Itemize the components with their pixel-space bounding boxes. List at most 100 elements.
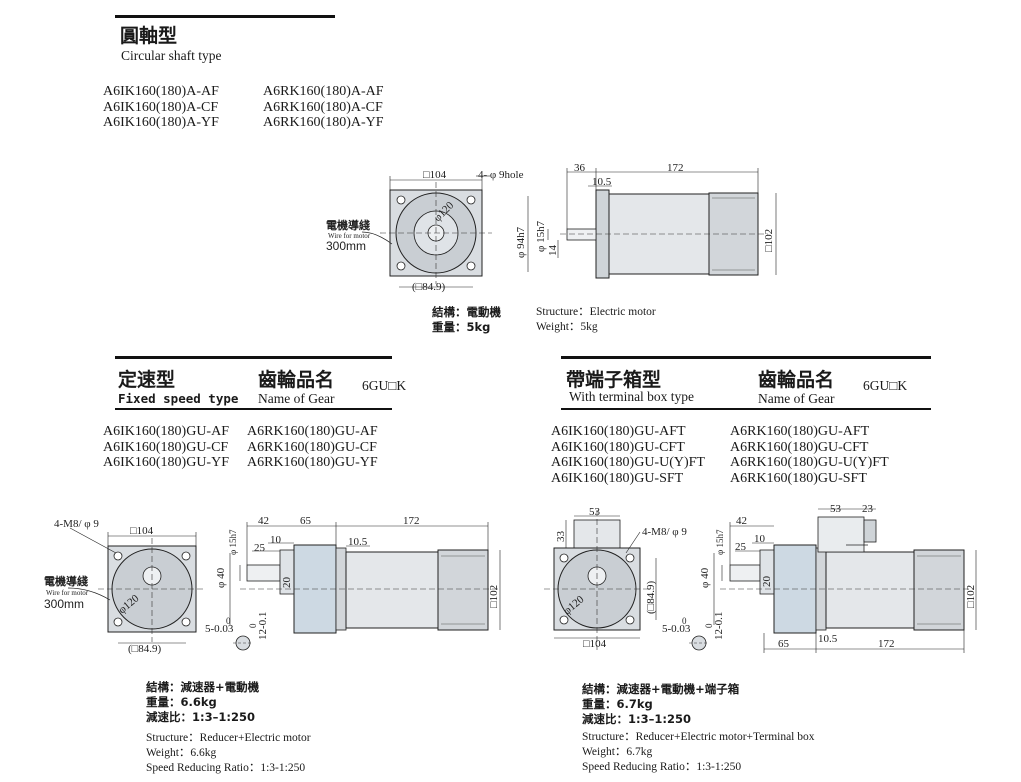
terminal-gear-code: 6GU□K — [863, 378, 908, 393]
dim-65: 65 — [778, 638, 790, 650]
model-item: A6RK160(180)GU-U(Y)FT — [730, 455, 889, 470]
circular-front-view — [361, 175, 492, 288]
model-item: A6IK160(180)GU-CFT — [551, 439, 685, 455]
model-item: A6RK160(180)GU-CF — [247, 439, 377, 455]
model-item: A6RK160(180)A-CF — [263, 99, 383, 115]
circular-spec-zh: 結構：電動機 重量：5kg — [432, 305, 501, 335]
dim-42: 42 — [258, 515, 269, 527]
dim-key: 5-0.03 — [205, 623, 234, 635]
dim-84-9: (□84.9) — [128, 643, 162, 655]
model-item: A6RK160(180)A-AF — [263, 84, 384, 99]
spec-line: 結構：減速器+電動機 — [146, 680, 260, 694]
dim-phi15: φ 15h7 — [228, 529, 238, 555]
dim-23: 23 — [862, 503, 874, 515]
terminal-spec-zh: 結構：減速器+電動機+端子箱 重量：6.7kg 減速比：1:3–1:250 — [582, 682, 739, 727]
model-item: A6RK160(180)GU-SFT — [730, 470, 867, 486]
model-item: A6IK160(180)A-CF — [103, 99, 219, 115]
fixed-spec-zh: 結構：減速器+電動機 重量：6.6kg 減速比：1:3–1:250 — [146, 680, 259, 725]
wire-label-en: Wire for motor — [46, 589, 89, 597]
dim-36: 36 — [574, 162, 586, 174]
dim-102: □102 — [965, 585, 977, 608]
dim-shaft-tol: 0 — [704, 623, 714, 628]
terminal-gear-en: Name of Gear — [758, 391, 835, 406]
dim-102: □102 — [488, 585, 500, 608]
dim-bolt: 4-M8/ φ 9 — [642, 526, 687, 538]
spec-line: 減速比：1:3–1:250 — [146, 710, 255, 724]
spec-line: Structure：Reducer+Electric motor+Termina… — [582, 731, 815, 743]
terminal-models-left: A6IK160(180)GU-AFT A6IK160(180)GU-CFT A6… — [551, 424, 705, 486]
dim-key: 5-0.03 — [662, 623, 691, 635]
terminal-side-view — [713, 508, 977, 653]
wire-length: 300mm — [326, 239, 366, 253]
terminal-front-view — [544, 510, 709, 651]
dim-65: 65 — [300, 515, 312, 527]
fixed-gear-zh: 齒輪品名 — [258, 369, 335, 391]
spec-line: Structure：Electric motor — [536, 306, 656, 318]
dim-104: □104 — [583, 638, 607, 650]
terminal-title-zh: 帶端子箱型 — [566, 369, 662, 391]
spec-line: 減速比：1:3–1:250 — [582, 712, 691, 726]
model-item: A6RK160(180)GU-AF — [247, 424, 378, 439]
dim-25: 25 — [254, 542, 266, 554]
terminal-models-right: A6RK160(180)GU-AFT A6RK160(180)GU-CFT A6… — [730, 424, 889, 486]
circular-title-en: Circular shaft type — [121, 48, 222, 63]
dim-phi40: φ 40 — [215, 567, 227, 588]
dim-bolt: 4-M8/ φ 9 — [54, 518, 99, 530]
wire-label-en: Wire for motor — [328, 232, 371, 240]
circular-spec-en: Structure：Electric motor Weight：5kg — [536, 305, 656, 335]
dim-20: 20 — [281, 577, 293, 589]
dim-phi40: φ 40 — [699, 567, 711, 588]
fixed-title-en: Fixed speed type — [118, 391, 239, 406]
fixed-header-rule-top — [115, 356, 392, 359]
dim-shaft: 12-0.1 — [713, 612, 725, 640]
dim-33: 33 — [555, 531, 567, 543]
spec-line: Weight：5kg — [536, 321, 598, 333]
model-item: A6RK160(180)GU-CFT — [730, 439, 869, 455]
dim-10: 10 — [270, 534, 282, 546]
fixed-front-view — [67, 527, 206, 644]
fixed-models-left: A6IK160(180)GU-AF A6IK160(180)GU-CF A6IK… — [103, 424, 229, 471]
circular-side-view — [527, 168, 777, 279]
spec-line: 重量：6.7kg — [582, 697, 653, 711]
model-item: A6RK160(180)GU-YF — [247, 455, 378, 470]
circular-models-left: A6IK160(180)A-AF A6IK160(180)A-CF A6IK16… — [103, 84, 219, 131]
spec-line: 重量：6.6kg — [146, 695, 217, 709]
dim-172: 172 — [878, 638, 895, 650]
dim-172: 172 — [667, 162, 684, 174]
dim-102: □102 — [763, 229, 775, 252]
fixed-gear-en: Name of Gear — [258, 391, 335, 406]
spec-line: Structure：Reducer+Electric motor — [146, 732, 311, 744]
fixed-models-right: A6RK160(180)GU-AF A6RK160(180)GU-CF A6RK… — [247, 424, 378, 471]
dim-10-5: 10.5 — [348, 536, 368, 548]
terminal-header-rule-bottom — [561, 408, 931, 410]
dim-phi15: φ 15h7 — [535, 220, 547, 252]
spec-line: 結構：電動機 — [432, 305, 501, 319]
model-item: A6IK160(180)GU-YF — [103, 455, 229, 470]
dim-square-104: □104 — [423, 169, 447, 181]
dim-square-104: □104 — [130, 525, 154, 537]
dim-shaft-tol: 0 — [248, 623, 258, 628]
dim-10-5: 10.5 — [818, 633, 838, 645]
model-item: A6IK160(180)GU-AF — [103, 424, 229, 439]
wire-length: 300mm — [44, 597, 84, 611]
spec-line: Weight：6.6kg — [146, 747, 217, 759]
dim-key-tol: 0 — [682, 616, 687, 626]
spec-line: Weight：6.7kg — [582, 746, 653, 758]
dim-14: 14 — [547, 245, 559, 257]
dim-84-9: (□84.9) — [645, 580, 657, 614]
model-item: A6RK160(180)GU-AFT — [730, 424, 870, 439]
dim-key-tol: 0 — [226, 616, 231, 626]
dim-84-9: (□84.9) — [412, 281, 446, 293]
dim-42: 42 — [736, 515, 747, 527]
terminal-title-en: With terminal box type — [569, 389, 695, 404]
dim-172: 172 — [403, 515, 420, 527]
model-item: A6IK160(180)A-AF — [103, 84, 219, 99]
dim-20: 20 — [761, 576, 773, 588]
model-item: A6IK160(180)A-YF — [103, 115, 219, 130]
spec-line: Speed Reducing Ratio：1:3-1:250 — [582, 761, 742, 773]
dim-holes: 4- φ 9hole — [478, 169, 524, 181]
spec-line: 重量：5kg — [432, 320, 491, 334]
model-item: A6IK160(180)GU-CF — [103, 439, 229, 455]
